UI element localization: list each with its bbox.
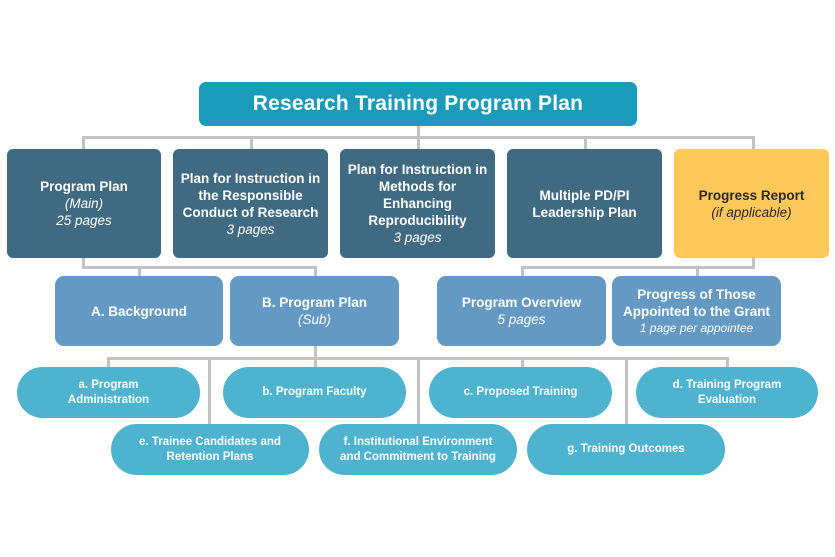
node-label: e. Trainee Candidates and Retention Plan… [139, 435, 281, 463]
node-label: d. Training Program Evaluation [672, 378, 782, 406]
connector [82, 257, 85, 268]
connector [314, 345, 317, 359]
connector [521, 357, 524, 368]
node-note: 3 pages [226, 221, 275, 237]
node-note: 1 page per appointee [639, 320, 754, 335]
connector [208, 357, 211, 425]
node-label: B. Program Plan [261, 295, 368, 310]
node-label: Progress Report [698, 187, 805, 203]
connector [82, 136, 85, 150]
connector [314, 266, 317, 277]
connector [250, 136, 253, 150]
diagram-title-text: Research Training Program Plan [252, 92, 584, 115]
node-progress-appointed: Progress of Those Appointed to the Grant… [612, 276, 781, 346]
node-label: g. Training Outcomes [567, 443, 685, 455]
connector [696, 266, 699, 277]
node-label: Multiple PD/PI Leadership Plan [532, 187, 637, 220]
connector [417, 136, 420, 150]
connector [584, 136, 587, 150]
connector [107, 357, 110, 368]
node-label: Plan for Instruction in Methods for Enha… [347, 162, 488, 228]
node-training-evaluation: d. Training Program Evaluation [636, 367, 818, 418]
node-label: Progress of Those Appointed to the Grant [623, 286, 770, 319]
node-program-overview: Program Overview 5 pages [437, 276, 606, 346]
node-institutional-environment: f. Institutional Environment and Commitm… [319, 424, 517, 475]
node-responsible-conduct: Plan for Instruction in the Responsible … [173, 149, 328, 258]
node-label: A. Background [90, 303, 187, 319]
node-label: Program Plan [40, 179, 128, 194]
connector [417, 125, 420, 138]
node-sub: (Main) [64, 196, 104, 211]
node-note: 3 pages [393, 230, 442, 245]
node-label: a. Program Administration [67, 378, 150, 406]
connector [521, 266, 755, 269]
node-program-faculty: b. Program Faculty [223, 367, 406, 418]
connector [82, 266, 317, 269]
node-label: Plan for Instruction in the Responsible … [180, 170, 321, 220]
node-training-outcomes: g. Training Outcomes [527, 424, 725, 475]
node-label: b. Program Faculty [262, 386, 367, 398]
node-sub: (if applicable) [711, 204, 792, 220]
node-sub: (Sub) [297, 312, 331, 327]
node-note: 5 pages [497, 312, 546, 327]
node-note: 25 pages [56, 213, 112, 228]
node-program-plan-main: Program Plan (Main) 25 pages [7, 149, 161, 258]
node-label: Program Overview [461, 295, 582, 310]
node-program-plan-sub: B. Program Plan (Sub) [230, 276, 399, 346]
connector [752, 136, 755, 150]
connector [417, 357, 420, 425]
diagram-title: Research Training Program Plan [199, 82, 637, 126]
connector [726, 357, 729, 368]
node-label: c. Proposed Training [463, 386, 578, 398]
connector [521, 266, 524, 277]
connector [752, 257, 755, 268]
node-proposed-training: c. Proposed Training [429, 367, 612, 418]
node-progress-report: Progress Report (if applicable) [674, 149, 829, 258]
connector [625, 357, 628, 425]
connector [314, 357, 317, 368]
node-program-administration: a. Program Administration [17, 367, 200, 418]
node-trainee-candidates: e. Trainee Candidates and Retention Plan… [111, 424, 309, 475]
connector [138, 266, 141, 277]
node-reproducibility: Plan for Instruction in Methods for Enha… [340, 149, 495, 258]
node-leadership-plan: Multiple PD/PI Leadership Plan [507, 149, 662, 258]
node-background: A. Background [55, 276, 223, 346]
node-label: f. Institutional Environment and Commitm… [340, 435, 496, 463]
